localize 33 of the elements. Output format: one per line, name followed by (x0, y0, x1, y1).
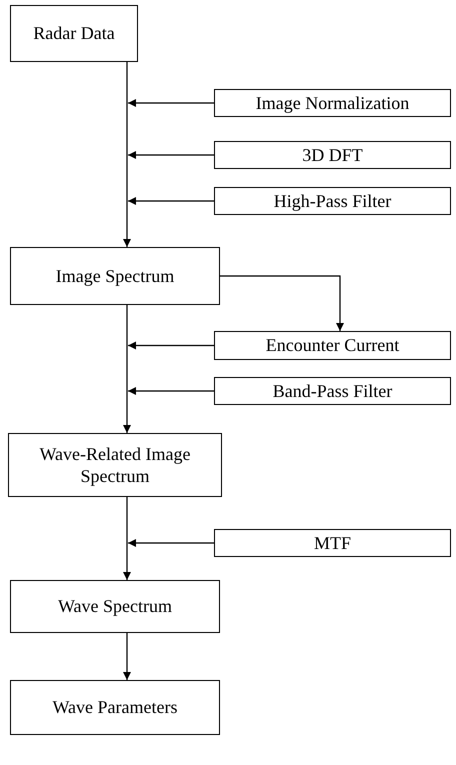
process-box (10, 5, 138, 62)
box-label: MTF (314, 532, 351, 554)
box-label: Band-Pass Filter (272, 380, 392, 402)
box-label: Wave Parameters (52, 696, 178, 719)
box-label: Wave-Related Image Spectrum (38, 442, 192, 488)
box-label: Image Normalization (256, 92, 410, 114)
arrow (128, 151, 214, 159)
process-box (214, 187, 451, 215)
arrow (123, 633, 131, 680)
arrow (123, 305, 131, 433)
process-box (214, 529, 451, 557)
box-label: Wave Spectrum (58, 595, 172, 618)
box-label: Radar Data (33, 22, 115, 45)
box-label: High-Pass Filter (274, 190, 392, 212)
arrow (123, 62, 131, 247)
arrow (128, 197, 214, 205)
process-box (10, 680, 220, 735)
arrow (220, 275, 344, 331)
process-box (214, 141, 451, 169)
process-box (8, 433, 222, 497)
arrow (128, 387, 214, 395)
arrow (128, 99, 214, 107)
process-box (214, 331, 451, 360)
process-box (10, 580, 220, 633)
process-box (10, 247, 220, 305)
arrow (128, 342, 214, 350)
box-label: Image Spectrum (56, 264, 174, 288)
box-label: 3D DFT (302, 144, 363, 166)
arrow (128, 539, 214, 547)
arrow (123, 497, 131, 580)
process-box (214, 377, 451, 405)
box-label: Encounter Current (266, 334, 400, 357)
process-box (214, 89, 451, 117)
